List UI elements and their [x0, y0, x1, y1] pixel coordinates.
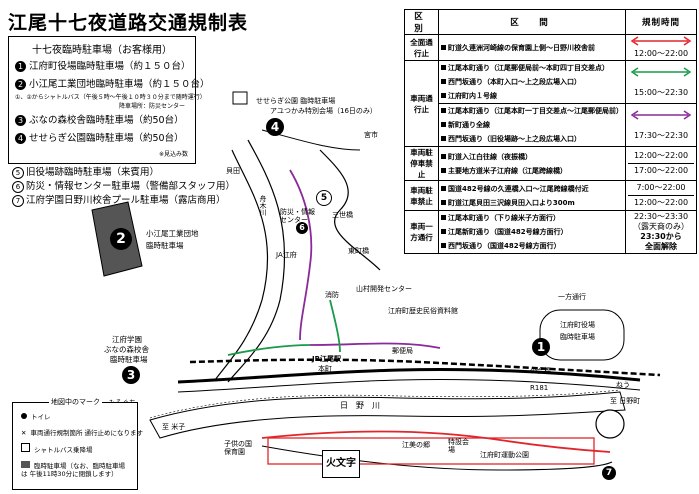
col-header-category: 区 別 — [403, 9, 440, 35]
label-ebisu-park: せせらぎ公園 臨時駐車場 — [256, 97, 336, 105]
marker-6: 6 — [296, 222, 308, 234]
label-to-yonago: 至 米子 — [162, 423, 186, 431]
label-kouba: 江美の郷 — [402, 441, 430, 449]
table-header-row: 区 別 区 間 規制時間 — [403, 9, 698, 35]
purple-arrow-icon — [630, 109, 692, 120]
red-route — [261, 430, 611, 453]
table-row: 車両通行止 江尾本町通り（江尾郵便局前～本町四丁目交差点） 西門坂通り（本町入口… — [403, 60, 698, 147]
marker-7: 7 — [602, 466, 616, 480]
cross-icon: ✕ — [21, 429, 27, 437]
marker-icon: 1 — [15, 61, 26, 72]
legend-toilet: トイレ — [21, 411, 51, 421]
red-arrow-icon — [630, 36, 692, 46]
table-row: 江尾本町通り（江尾本町一丁目交差点～江尾郵便局前） 新町通り全線 西門坂通り（旧… — [405, 103, 698, 147]
label-buna-sub: ぶなの森校舎 — [104, 345, 149, 354]
label-kouda: 貝田 — [226, 167, 240, 175]
label-tsuki: 東町橋 — [348, 247, 369, 255]
legend-closure: ✕車両通行規制箇所 通行止めになります — [21, 429, 144, 437]
purple-route — [289, 169, 313, 341]
marker-5: 5 — [316, 190, 332, 206]
label-sanbo: 山村開発センター — [356, 285, 412, 293]
railway-line — [189, 358, 661, 377]
table-row: 車両一方通行 江尾本町通り（下り線米子方面行） 江尾新町通り（国道482号線方面… — [403, 210, 698, 254]
col-header-time: 規制時間 — [625, 9, 698, 35]
label-koe-factory: 小江尾工業団地 — [146, 229, 199, 238]
label-funaki-river: 舟木川 — [259, 195, 267, 216]
label-honmachi: 本町 — [318, 365, 332, 373]
table-row: 全面通行止 町道久連洲河崎線の保育園上側～日野川校舎前 12:00～22:00 — [403, 34, 698, 61]
hino-river-shape — [149, 391, 626, 439]
label-neo: ねう — [616, 381, 630, 389]
label-kamonji: 火文字 — [322, 450, 360, 478]
parking-icon — [21, 461, 30, 468]
label-koe-factory-sub: 臨時駐車場 — [146, 241, 184, 250]
bus-stop-icon — [21, 443, 30, 452]
marker-4: 4 — [266, 118, 284, 136]
table-row: 車両駐車禁止 国道482号線の久連橋入口～江尾跨線橋付近 町道江尾貝田三沢線貝田… — [403, 180, 698, 211]
shuttle-note: ①、②からシャトルバス（午後５時～午後１０時３０分まで随時運行） — [15, 94, 206, 101]
legend-title: 地図中のマーク — [49, 397, 102, 407]
parking-header: 十七夜臨時駐車場（お客様用） — [32, 45, 172, 56]
label-sports-park: 江府町運動公園 — [480, 451, 529, 459]
estimate-note: ※見込み数 — [159, 151, 189, 158]
marker-3: 3 — [122, 366, 140, 384]
label-ja: JA江府 — [276, 251, 297, 259]
label-miyaichi: 宮市 — [364, 131, 378, 139]
label-post: 郵便局 — [392, 347, 413, 355]
page-title: 江尾十七夜道路交通規制表 — [8, 12, 249, 34]
green-route — [227, 344, 311, 356]
label-to-hino: 至 日野町 — [610, 397, 641, 405]
label-oneway: 一方通行 — [558, 293, 586, 301]
label-ebisu-sub: アユつかみ特別会場（16日のみ） — [270, 107, 377, 115]
marker-icon: 3 — [15, 115, 26, 126]
marker-icon: 4 — [15, 133, 26, 144]
label-hino-river: 日 野 川 — [340, 401, 380, 410]
legend-parking: 臨時駐車場（なお、臨時駐車場は 午後11時30分に閉鎖します） — [21, 461, 125, 478]
label-kobiki: 公会橋 — [530, 367, 551, 375]
legend-bus: シャトルバス乗降場 — [21, 443, 93, 454]
regulation-table: 区 別 区 間 規制時間 全面通行止 町道久連洲河崎線の保育園上側～日野川校舎前… — [403, 9, 698, 254]
label-ichiba: 特設会場 — [448, 438, 469, 454]
label-r181: R181 — [530, 384, 549, 392]
marker-icon: 2 — [15, 79, 26, 90]
toilet-icon — [21, 413, 27, 419]
label-school: 江府町歴史民俗資料館 — [388, 307, 458, 315]
label-kodomo: 子供の国 保育園 — [224, 440, 252, 456]
label-buna-sub2: 臨時駐車場 — [110, 355, 148, 364]
label-town-office: 江府町役場 — [560, 321, 595, 329]
label-bousai: 防災・情報センター — [280, 208, 315, 224]
marker-1: 1 — [532, 338, 550, 356]
map-legend: 地図中のマーク トイレ ✕車両通行規制箇所 通行止めになります シャトルバス乗降… — [12, 397, 143, 490]
road-r181 — [177, 367, 641, 384]
label-jr-station: JR江尾駅 — [312, 355, 341, 363]
shuttle-note-2: 降車場所：防災センター — [119, 103, 186, 110]
green-arrow-icon — [630, 66, 692, 77]
marker-2: 2 — [110, 228, 132, 250]
table-row: 車両駐停車禁止 町道入江白往線（夜振橋） 主要地方道米子江府線（江尾跨線橋） 1… — [403, 146, 698, 181]
label-town-office-sub: 臨時駐車場 — [560, 333, 595, 341]
label-buna-school: 江府学園 — [112, 335, 142, 344]
label-fire: 消防 — [325, 291, 339, 299]
label-sanbashi: 三世橋 — [332, 211, 353, 219]
